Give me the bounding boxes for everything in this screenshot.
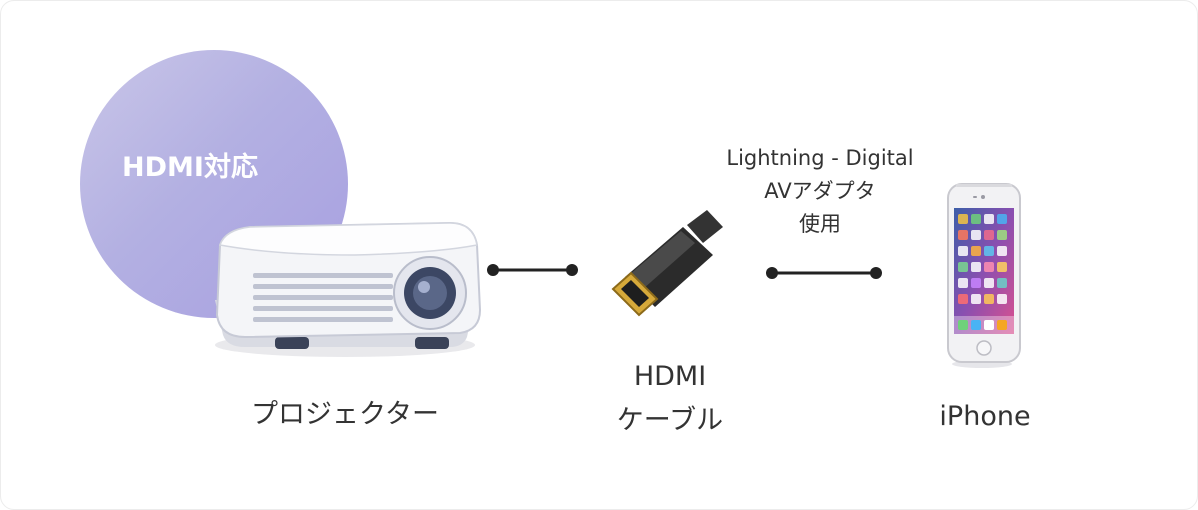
hdmi-cable-icon — [611, 210, 723, 317]
hdmi-cable-label-line1: HDMI — [633, 361, 707, 392]
iphone-label: iPhone — [939, 401, 1031, 432]
hdmi-cable-label-line2: ケーブル — [616, 405, 724, 436]
iphone-icon — [947, 183, 1021, 368]
hdmi-cable-label: HDMI ケーブル — [590, 358, 750, 440]
adapter-label: Lightning - Digital AVアダプタ 使用 — [690, 142, 950, 241]
projector-icon — [215, 221, 482, 357]
connector-line-2 — [766, 267, 882, 279]
connector-line-1 — [487, 264, 578, 276]
hdmi-badge-label: HDMI対応 — [122, 152, 258, 183]
adapter-label-line3: 使用 — [799, 212, 841, 236]
adapter-label-line2: AVアダプタ — [764, 179, 876, 203]
projector-label: プロジェクター — [251, 399, 439, 430]
adapter-label-line1: Lightning - Digital — [726, 146, 914, 170]
